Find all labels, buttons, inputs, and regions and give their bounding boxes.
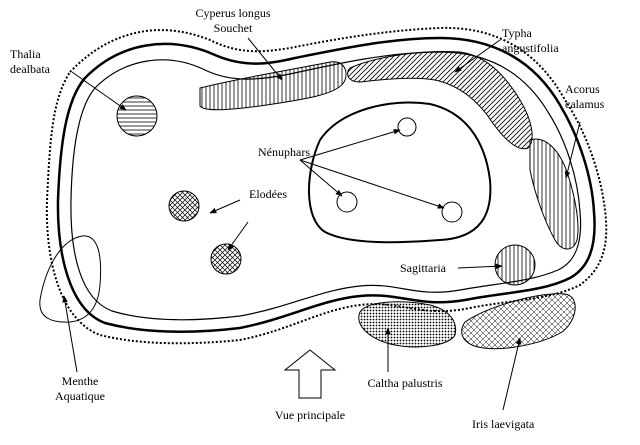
- label-acorus-line-2: calamus: [565, 97, 605, 111]
- label-cyperus: Cyperus longus Souchet: [178, 6, 288, 36]
- arrow-nenuphar-2: [299, 159, 343, 197]
- label-menthe-line-1: Menthe: [61, 374, 99, 388]
- acorus-zone: [529, 138, 579, 250]
- arrow-typha: [454, 39, 501, 73]
- label-typha-line-1: Typha: [502, 26, 532, 40]
- nenuphar-2: [336, 191, 358, 213]
- label-elodees: Elodées: [249, 187, 287, 201]
- caltha-zone: [358, 301, 457, 348]
- label-thalia: Thalia dealbata: [10, 47, 50, 77]
- arrow-nenuphar-1: [299, 129, 401, 161]
- elodee-plant-1: [168, 190, 200, 222]
- label-acorus: Acorus calamus: [565, 82, 604, 112]
- arrow-elodee-1: [209, 199, 241, 214]
- pond-outer-line: [56, 36, 596, 333]
- label-iris: Iris laevigata: [472, 417, 535, 431]
- label-acorus-line-1: Acorus: [565, 82, 600, 96]
- outer-dotted-border: [45, 26, 608, 345]
- label-thalia-line-2: dealbata: [10, 62, 50, 76]
- arrow-nenuphar-3: [299, 159, 445, 209]
- thalia-plant: [116, 95, 158, 137]
- label-nenuphars: Nénuphars: [258, 145, 310, 159]
- label-vue-principale: Vue principale: [274, 408, 346, 422]
- menthe-zone: [39, 235, 102, 323]
- label-cyperus-line-1: Cyperus longus: [195, 6, 271, 20]
- typha-zone: [347, 51, 533, 150]
- label-typha-line-2: angustifolia: [502, 41, 559, 55]
- nenuphar-1: [397, 117, 417, 137]
- label-menthe: Menthe Aquatique: [40, 374, 120, 404]
- arrow-elodee-2: [227, 221, 249, 251]
- elodee-plant-2: [210, 243, 242, 275]
- arrow-sagittaria: [457, 263, 503, 270]
- label-thalia-line-1: Thalia: [10, 47, 41, 61]
- iris-zone: [461, 293, 576, 350]
- label-cyperus-line-2: Souchet: [213, 21, 253, 35]
- sagittaria-plant: [494, 244, 536, 286]
- arrow-thalia: [71, 71, 127, 111]
- arrow-acorus: [564, 121, 581, 179]
- arrow-cyperus: [247, 37, 283, 81]
- label-menthe-line-2: Aquatique: [55, 389, 105, 403]
- label-sagittaria: Sagittaria: [400, 261, 446, 275]
- deep-zone: [308, 101, 492, 244]
- arrow-iris: [502, 337, 522, 411]
- label-caltha: Caltha palustris: [367, 376, 443, 390]
- nenuphar-3: [441, 201, 463, 223]
- arrow-menthe: [62, 295, 78, 373]
- cyperus-zone: [199, 61, 347, 111]
- main-view-arrow: [283, 349, 337, 399]
- label-typha: Typha angustifolia: [502, 26, 559, 56]
